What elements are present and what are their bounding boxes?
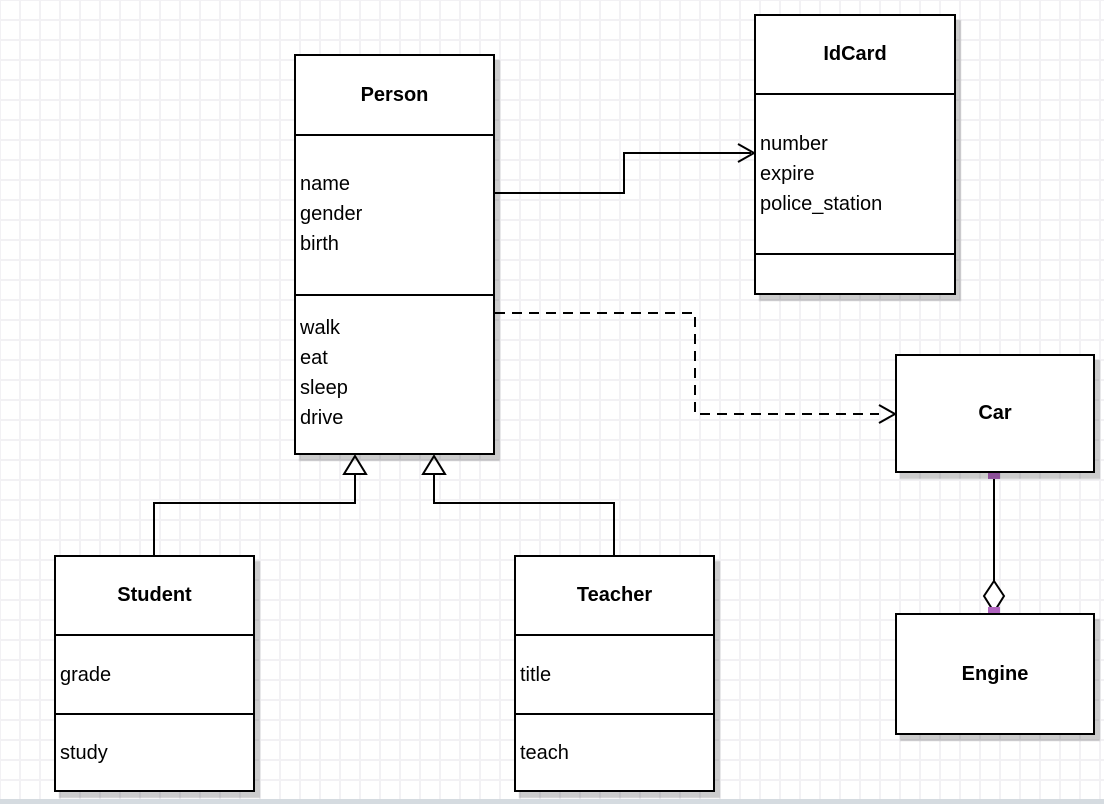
method: study — [60, 741, 108, 764]
class-engine-title: Engine — [961, 662, 1029, 685]
attribute: birth — [300, 233, 339, 255]
method: teach — [520, 741, 569, 764]
attribute: grade — [60, 663, 112, 686]
method: sleep — [300, 377, 348, 399]
attribute: police_station — [760, 193, 883, 215]
class-car-title: Car — [978, 402, 1012, 424]
class-engine[interactable]: Engine — [895, 613, 1095, 735]
class-idcard-title: IdCard — [823, 43, 887, 65]
edge-line[interactable] — [495, 312, 879, 415]
edge-student-person-generalization[interactable] — [153, 454, 368, 555]
attribute: number — [760, 133, 828, 155]
class-person-attributes: name gender birth — [296, 134, 493, 294]
bottom-edge-strip — [0, 799, 1104, 804]
class-student[interactable]: Student grade study — [54, 555, 255, 792]
class-car[interactable]: Car — [895, 354, 1095, 473]
class-idcard-empty-compartment — [756, 253, 954, 293]
class-person-title: Person — [360, 83, 429, 106]
attribute: name — [300, 173, 351, 195]
class-student-compartment: study — [56, 713, 253, 790]
class-teacher[interactable]: Teacher title teach — [514, 555, 715, 792]
edge-line[interactable] — [433, 474, 615, 555]
class-teacher-title: Teacher — [576, 584, 653, 606]
edge-line[interactable] — [153, 474, 356, 555]
method: walk — [300, 317, 341, 339]
open-arrowhead-icon — [878, 404, 898, 424]
class-person[interactable]: Person name gender birth walk eat sleep … — [294, 54, 495, 455]
attribute: title — [520, 663, 552, 686]
attribute: gender — [300, 203, 363, 225]
class-person-methods: walk eat sleep drive — [296, 294, 493, 453]
class-teacher-compartment: teach — [516, 713, 713, 790]
class-teacher-compartment: title — [516, 634, 713, 713]
method: eat — [300, 347, 328, 369]
class-student-title: Student — [117, 584, 192, 606]
edge-car-engine-aggregation[interactable] — [982, 467, 1006, 619]
method: drive — [300, 407, 344, 429]
class-student-compartment: grade — [56, 634, 253, 713]
class-idcard[interactable]: IdCard number expire police_station — [754, 14, 956, 295]
attribute: expire — [760, 163, 815, 185]
class-idcard-attributes: number expire police_station — [756, 93, 954, 253]
edge-person-idcard-association[interactable] — [495, 143, 757, 194]
edge-person-car-dependency[interactable] — [495, 312, 898, 424]
generalization-triangle-icon — [421, 454, 447, 475]
edge-line[interactable] — [495, 152, 751, 194]
edge-teacher-person-generalization[interactable] — [421, 454, 615, 555]
generalization-triangle-icon — [342, 454, 368, 475]
